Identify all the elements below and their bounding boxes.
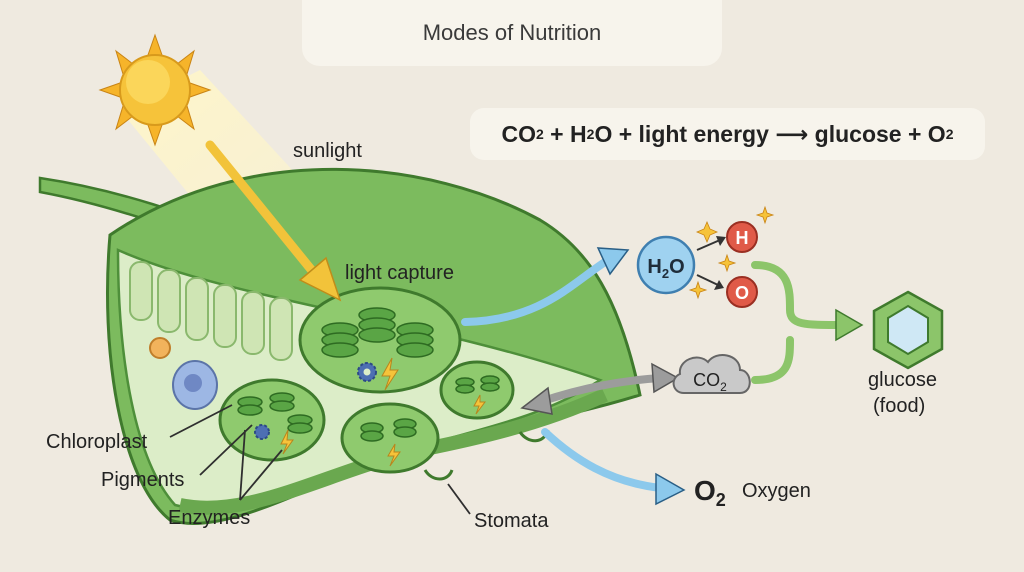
eq-h2o-sub: 2 bbox=[586, 126, 595, 142]
label-chloroplast: Chloroplast bbox=[46, 431, 148, 453]
chloroplast-main bbox=[298, 286, 462, 394]
lightning-icon bbox=[381, 357, 399, 391]
glucose-arrow-head bbox=[835, 308, 864, 342]
label-oxygen: Oxygen bbox=[742, 480, 811, 502]
oxygen-atom-label: O bbox=[735, 283, 749, 303]
eq-plus1: + bbox=[543, 120, 571, 147]
label-food: (food) bbox=[873, 395, 926, 417]
palisade-cells bbox=[129, 261, 293, 361]
label-light-capture: light capture bbox=[345, 262, 454, 284]
co2-label-sub: 2 bbox=[720, 380, 727, 394]
water-molecule bbox=[636, 235, 696, 295]
eq-h: H bbox=[570, 120, 587, 147]
svg-text:H2O: H2O bbox=[647, 256, 684, 281]
oxygen-arrow-head bbox=[655, 472, 686, 506]
hexagon-icon bbox=[872, 290, 944, 370]
eq-co2-sub: 2 bbox=[536, 126, 544, 142]
hydrogen-atom bbox=[726, 221, 758, 253]
cell-orange bbox=[149, 337, 171, 359]
split-arrow-o-head bbox=[714, 280, 724, 290]
chloroplast-left bbox=[218, 378, 326, 462]
cell-nucleus-inner bbox=[184, 374, 202, 392]
eq-arrow: ⟶ bbox=[775, 120, 809, 147]
hydrogen-label: H bbox=[736, 228, 749, 248]
chloroplast-center bbox=[340, 402, 440, 474]
stomata-pore bbox=[423, 469, 454, 481]
sun-icon bbox=[98, 33, 212, 147]
oxygen-atom bbox=[726, 276, 758, 308]
water-label-main: H bbox=[647, 256, 661, 278]
label-pointers bbox=[169, 404, 471, 515]
eq-co2: CO bbox=[501, 120, 537, 147]
label-glucose: glucose bbox=[868, 369, 937, 391]
water-arrow-head bbox=[596, 247, 630, 276]
eq-plus2: + light energy bbox=[612, 120, 776, 147]
split-arrow-h-head bbox=[716, 236, 726, 246]
water-arrow bbox=[461, 258, 609, 326]
page-title: Modes of Nutrition bbox=[302, 0, 722, 66]
label-sunlight: sunlight bbox=[293, 140, 362, 162]
eq-o: O bbox=[594, 120, 613, 147]
sunlight-arrow bbox=[205, 140, 323, 283]
cloud-icon bbox=[672, 354, 751, 394]
o2-label-main: O bbox=[694, 475, 716, 506]
eq-o2-sub: 2 bbox=[945, 126, 954, 142]
svg-text:CO2: CO2 bbox=[693, 370, 727, 394]
gear-icon bbox=[357, 362, 377, 382]
svg-text:O2: O2 bbox=[694, 475, 726, 510]
water-label-sub: 2 bbox=[662, 266, 669, 281]
label-enzymes: Enzymes bbox=[168, 507, 251, 529]
co2-arrow-head-left bbox=[520, 386, 553, 415]
chloroplast-right bbox=[439, 360, 515, 420]
sparkle-icon bbox=[688, 205, 775, 300]
co2-label-main: CO bbox=[693, 370, 720, 390]
split-arrow-h bbox=[696, 239, 721, 251]
co2-arrow bbox=[538, 374, 661, 406]
glucose-brace-arrow bbox=[751, 261, 844, 384]
water-label-end: O bbox=[669, 256, 685, 278]
page-title-text: Modes of Nutrition bbox=[422, 20, 602, 45]
eq-glucose: glucose + O bbox=[808, 120, 946, 147]
o2-label-sub: 2 bbox=[716, 490, 726, 510]
sunlight-arrow-head bbox=[298, 256, 342, 302]
co2-arrow-head-right bbox=[651, 362, 680, 394]
label-pigments: Pigments bbox=[101, 469, 185, 491]
oxygen-arrow bbox=[541, 428, 664, 492]
split-arrow-o bbox=[696, 274, 719, 286]
label-stomata: Stomata bbox=[474, 510, 549, 532]
